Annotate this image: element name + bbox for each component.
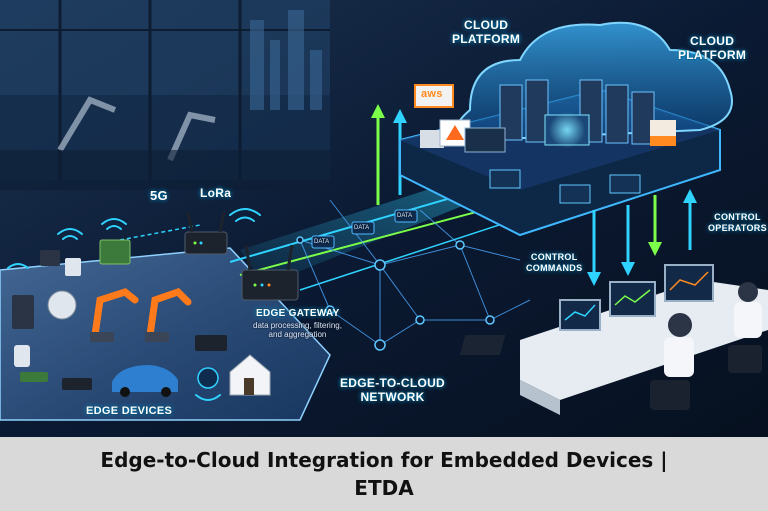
scene-svg bbox=[0, 0, 768, 437]
badge-lora: LoRa bbox=[200, 186, 232, 200]
operator-station bbox=[459, 264, 768, 415]
command-arrows bbox=[587, 189, 697, 286]
mesh-nodes bbox=[296, 236, 495, 351]
illustration: CLOUD PLATFORM CLOUD PLATFORM aws 5G LoR… bbox=[0, 0, 768, 437]
caption-title: Edge-to-Cloud Integration for Embedded D… bbox=[100, 448, 668, 500]
control-commands-label: CONTROL COMMANDS bbox=[526, 252, 583, 273]
upload-arrows bbox=[371, 104, 407, 205]
caption-bar: Edge-to-Cloud Integration for Embedded D… bbox=[0, 437, 768, 511]
badge-5g: 5G bbox=[150, 188, 168, 203]
wifi-signals bbox=[7, 208, 261, 401]
data-packet-label-1: DATA bbox=[314, 239, 330, 245]
data-packet-label-2: DATA bbox=[354, 225, 370, 231]
data-packet-label-3: DATA bbox=[397, 213, 413, 219]
factory-window bbox=[0, 0, 330, 190]
edge-devices bbox=[12, 239, 271, 397]
data-packets bbox=[311, 209, 418, 249]
edge-gateway-label: EDGE GATEWAY bbox=[256, 308, 340, 319]
mesh-network bbox=[299, 199, 531, 346]
edge-devices-label: EDGE DEVICES bbox=[86, 405, 173, 417]
edge-gateway-description: data processing, filtering, and aggregat… bbox=[253, 321, 342, 339]
cloud-platform-right-label: CLOUD PLATFORM bbox=[678, 34, 747, 62]
cloud-platform-left-label: CLOUD PLATFORM bbox=[452, 18, 521, 46]
edge-gateway-router-2 bbox=[241, 244, 299, 301]
edge-gateway-router-1 bbox=[184, 211, 228, 255]
control-operators-label: CONTROL OPERATORS bbox=[708, 212, 767, 233]
edge-to-cloud-network-label: EDGE-TO-CLOUD NETWORK bbox=[340, 376, 446, 404]
cloud-platform bbox=[399, 21, 733, 237]
aws-logo: aws bbox=[421, 88, 443, 100]
